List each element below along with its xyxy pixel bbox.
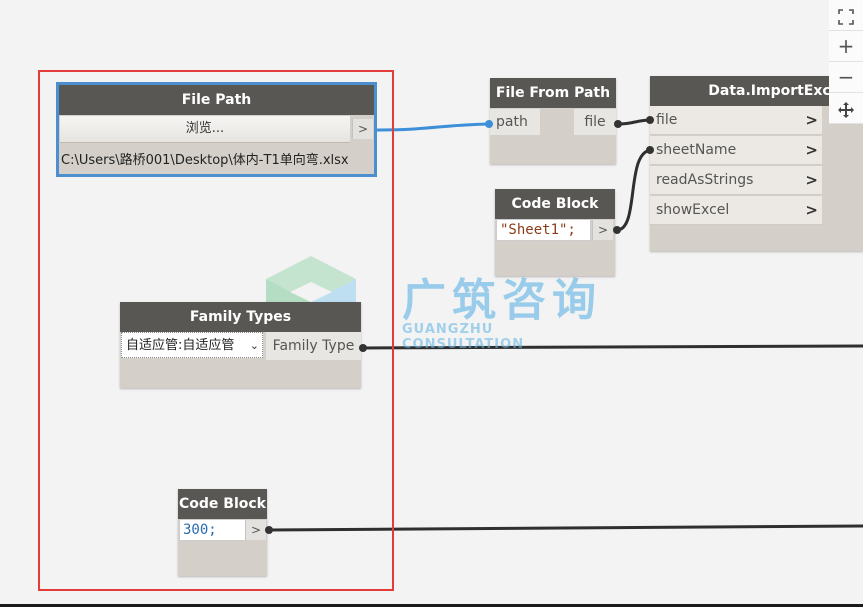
code-input[interactable]: 300;: [179, 519, 246, 541]
node-title: Family Types: [120, 302, 361, 332]
input-port-dot: [485, 120, 493, 128]
output-port-arrow[interactable]: >: [592, 220, 613, 240]
chevron-right-icon: >: [805, 141, 818, 159]
output-port-dot: [613, 226, 621, 234]
family-types-node[interactable]: Family Types 自适应管:自适应管 ⌄ Family Type: [120, 302, 361, 388]
chevron-right-icon: >: [805, 111, 818, 129]
chevron-right-icon: >: [805, 171, 818, 189]
output-port-arrow[interactable]: >: [245, 520, 266, 540]
family-type-dropdown[interactable]: 自适应管:自适应管 ⌄: [121, 332, 263, 358]
watermark-subtitle: GUANGZHU CONSULTATION: [402, 322, 525, 352]
chevron-right-icon: >: [805, 201, 818, 219]
node-title: Data.ImportExcel: [650, 76, 863, 106]
port-label: readAsStrings: [656, 172, 754, 188]
output-port-family-type[interactable]: Family Type: [266, 332, 361, 360]
input-port-dot: [646, 116, 654, 124]
output-port-dot: [265, 526, 273, 534]
output-port-file[interactable]: file: [574, 109, 616, 135]
dropdown-value: 自适应管:自适应管: [126, 338, 235, 353]
code-block-sheet-node[interactable]: Code Block "Sheet1"; >: [495, 189, 615, 276]
data-import-excel-node[interactable]: Data.ImportExcel file > sheetName > read…: [650, 76, 863, 251]
watermark-title: 广筑咨询: [402, 275, 602, 326]
input-port-dot: [646, 146, 654, 154]
canvas-nav-panel: + −: [829, 0, 863, 124]
node-title: File From Path: [490, 78, 616, 108]
output-port-dot: [614, 120, 622, 128]
input-port-sheetname[interactable]: sheetName >: [650, 136, 822, 165]
bottom-border: [0, 604, 863, 607]
port-label: showExcel: [656, 202, 730, 218]
wire-sheet-to-sheetname: [616, 148, 653, 232]
node-title: Code Block: [178, 489, 267, 519]
browse-button[interactable]: 浏览...: [60, 116, 350, 143]
output-port-dot: [359, 344, 367, 352]
input-port-readasstrings[interactable]: readAsStrings >: [650, 166, 822, 195]
highlight-frame: [38, 70, 394, 591]
input-port-file[interactable]: file >: [650, 106, 822, 135]
code-block-300-node[interactable]: Code Block 300; >: [178, 489, 267, 576]
file-from-path-node[interactable]: File From Path path file: [490, 78, 616, 164]
zoom-out-button[interactable]: −: [829, 62, 863, 93]
zoom-in-button[interactable]: +: [829, 31, 863, 62]
watermark: 广筑咨询 GUANGZHU CONSULTATION: [246, 244, 616, 352]
node-title: File Path: [59, 85, 374, 115]
node-title: Code Block: [495, 189, 615, 219]
port-label: file: [656, 112, 678, 128]
output-port-arrow[interactable]: >: [352, 119, 373, 139]
input-port-showexcel[interactable]: showExcel >: [650, 196, 822, 225]
port-label: sheetName: [656, 142, 737, 158]
code-input[interactable]: "Sheet1";: [496, 219, 591, 241]
file-path-value: C:\Users\路桥001\Desktop\体内-T1单向弯.xlsx: [61, 153, 349, 168]
chevron-down-icon: ⌄: [249, 339, 259, 352]
file-path-node[interactable]: File Path 浏览... > C:\Users\路桥001\Desktop…: [56, 82, 377, 177]
fit-view-icon[interactable]: [829, 0, 863, 31]
pan-icon[interactable]: [829, 93, 863, 124]
input-port-path[interactable]: path: [490, 109, 540, 135]
